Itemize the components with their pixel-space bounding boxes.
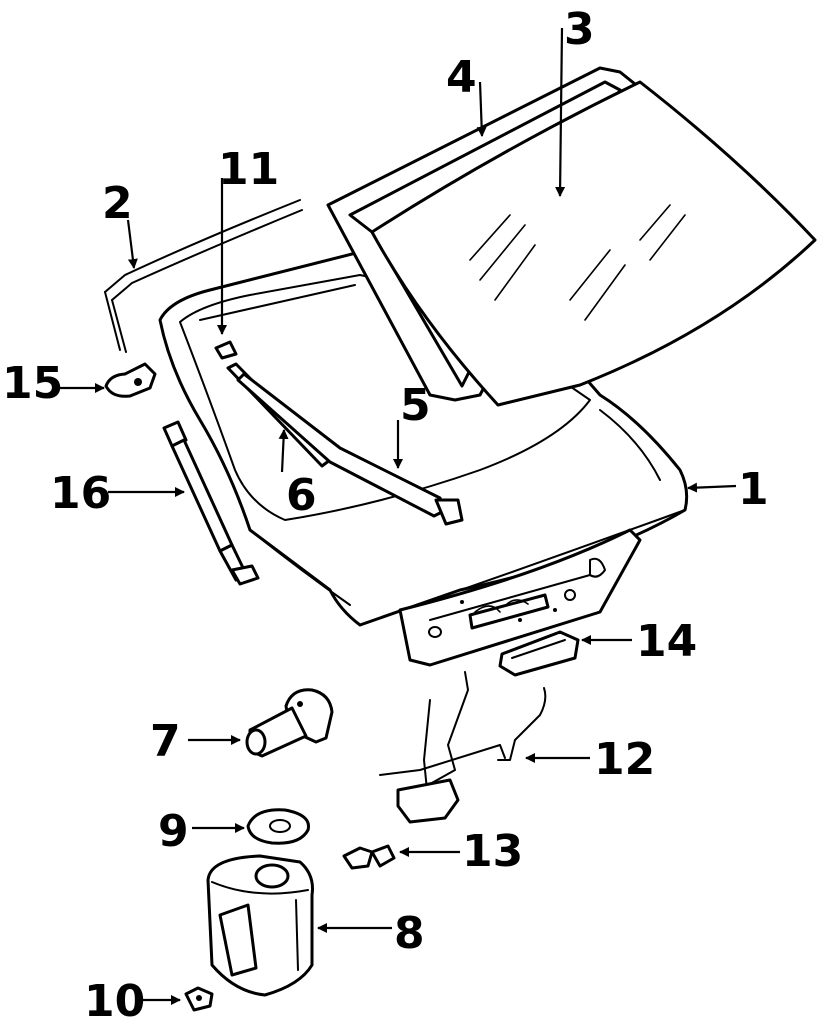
weatherstrip-part [104,199,303,353]
leader-lines [58,27,737,1005]
callout-14: 14 [636,616,697,667]
liftgate-panel-part [158,242,689,667]
callout-1: 1 [738,464,769,515]
nut-part [214,340,238,360]
callout-15: 15 [2,358,63,409]
callout-7: 7 [150,716,181,767]
callout-4: 4 [446,52,477,103]
rear-glass-part [370,80,817,407]
wiper-motor-part [245,688,334,758]
reservoir-cap-part [246,808,311,845]
latch-part [498,630,580,677]
leader-2 [126,219,138,269]
wiper-arm-part [236,372,464,526]
callout-5: 5 [400,380,431,431]
leader-1 [687,482,737,493]
leader-6 [278,429,289,473]
callout-labels: 1 2 3 4 5 6 7 8 9 10 11 12 13 14 15 16 [2,4,769,1024]
callout-8: 8 [394,908,425,959]
clip-part [342,844,396,870]
callout-9: 9 [158,806,189,857]
callout-13: 13 [462,826,523,877]
hinge-part [104,362,157,398]
callout-16: 16 [50,468,111,519]
callout-2: 2 [102,178,133,229]
leader-3 [555,27,566,197]
washer-reservoir-part [206,854,314,997]
callout-11: 11 [218,144,279,195]
callout-10: 10 [84,976,145,1024]
callout-3: 3 [564,4,595,55]
leader-4 [476,81,487,137]
callout-12: 12 [594,734,655,785]
lock-rod-part [379,671,547,824]
washer-pump-part [184,986,214,1012]
callout-6: 6 [286,470,317,521]
support-strut-part [162,420,260,586]
